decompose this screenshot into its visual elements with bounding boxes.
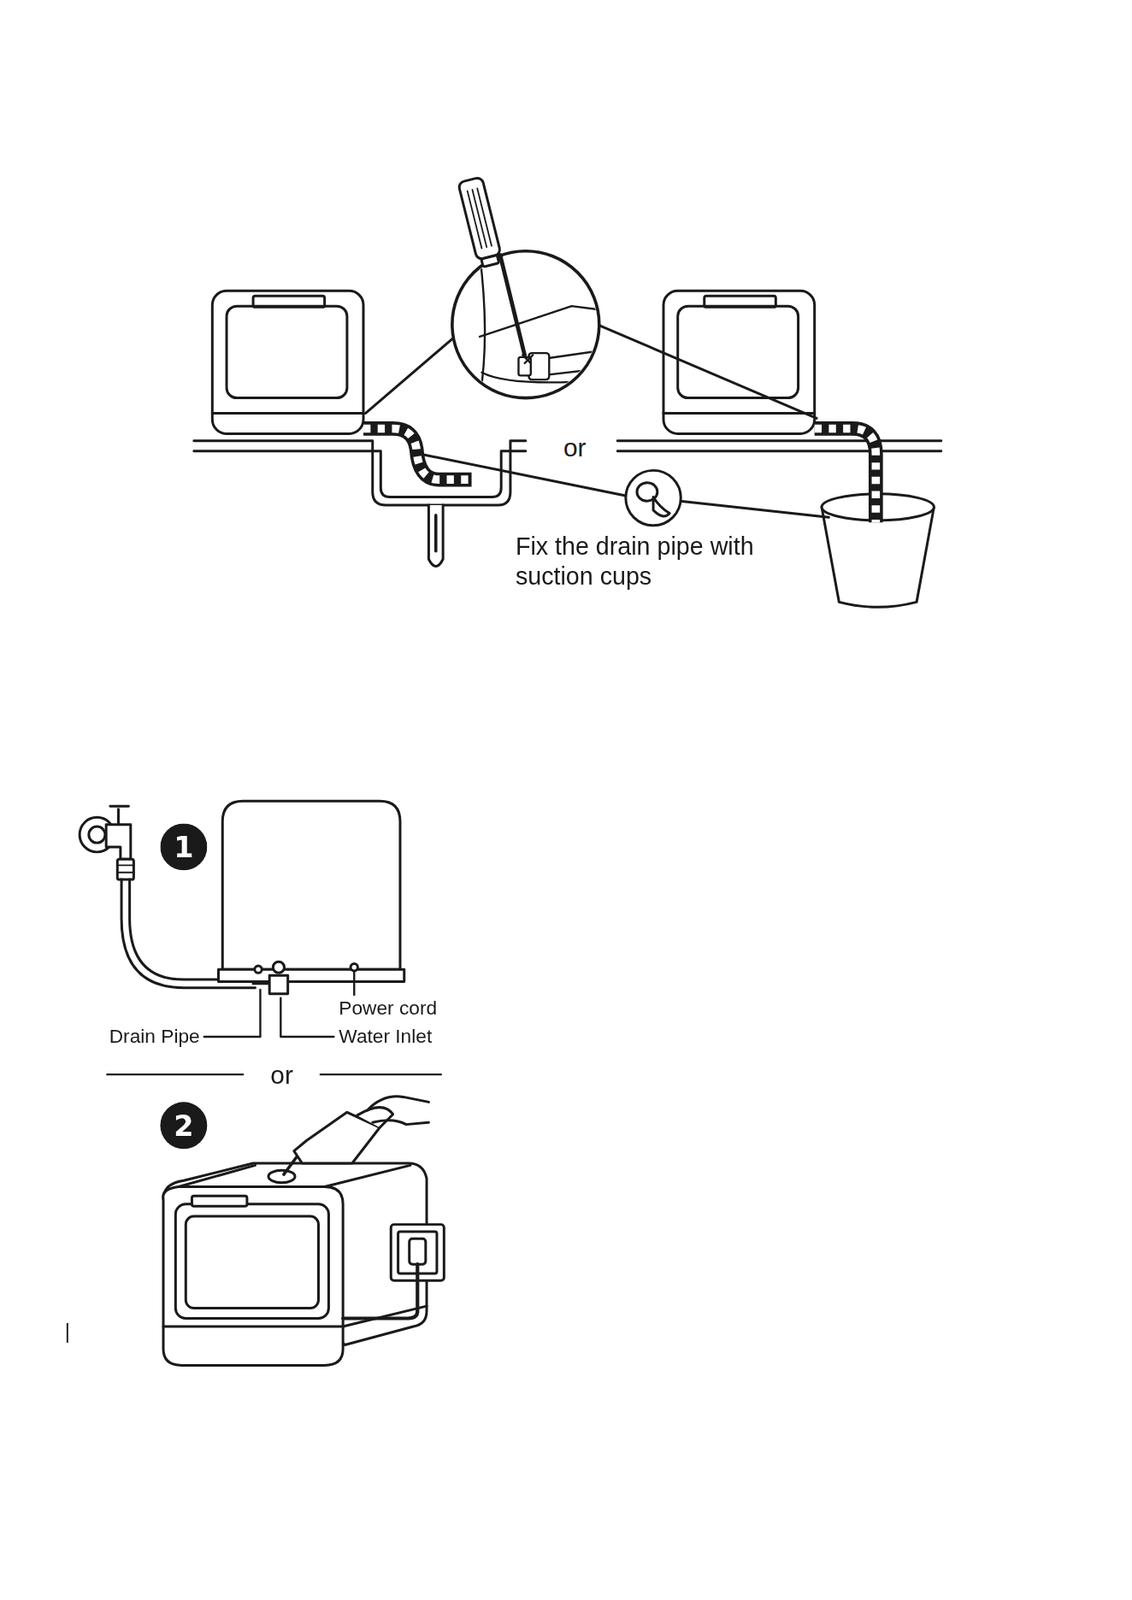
part-label: Drain Pipe <box>109 1025 201 1049</box>
water-pitcher <box>294 1096 430 1164</box>
water-tap <box>79 806 134 880</box>
separator-or: or <box>559 431 590 463</box>
magnifier <box>452 251 613 399</box>
leader-line <box>365 324 829 519</box>
drain-hose <box>363 428 876 523</box>
separator-or: or <box>266 1059 298 1091</box>
suction-cup <box>625 470 681 525</box>
sink-drain <box>428 505 443 567</box>
part-label: Water Inlet <box>338 1025 432 1049</box>
callout-number: 2 <box>159 1102 207 1150</box>
dishwasher-front <box>163 1155 427 1366</box>
callout-text: 1 <box>173 830 194 864</box>
screwdriver <box>458 176 525 356</box>
dishwasher-back <box>218 801 404 995</box>
callout-number: 1 <box>159 823 207 871</box>
note-text: Fix the drain pipe with suction cups <box>515 532 812 592</box>
part-label: Power cord <box>338 996 437 1020</box>
callout-text: 2 <box>173 1108 194 1143</box>
stray-mark: | <box>64 1320 71 1345</box>
power-outlet <box>342 1225 444 1320</box>
dishwasher-left <box>212 290 364 434</box>
